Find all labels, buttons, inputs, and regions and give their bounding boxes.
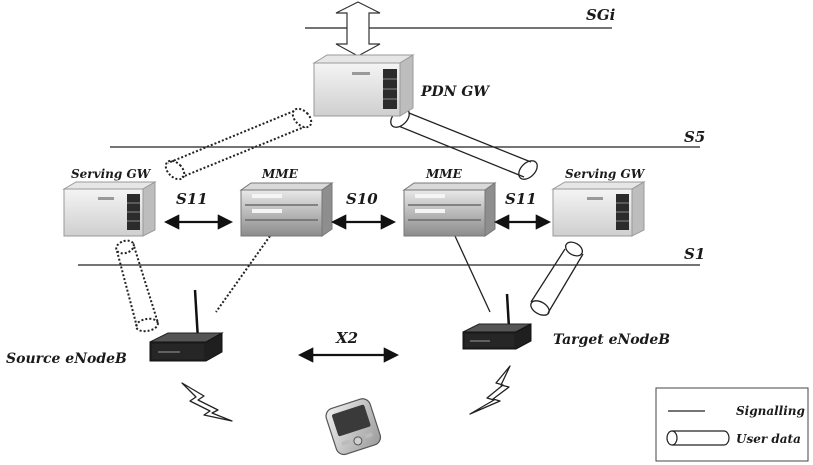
s10-label: S10 (346, 190, 378, 208)
serving-gw-left-label: Serving GW (71, 167, 152, 181)
target-enodeb-label: Target eNodeB (553, 332, 670, 348)
mme-left-label: MME (261, 167, 299, 181)
user-data-tunnel-pdn-to-serving-left (164, 107, 313, 181)
s11-right-label: S11 (505, 190, 537, 208)
sgi-double-arrow (335, 1, 381, 57)
sgi-label: SGi (586, 6, 616, 24)
mobile-handset (325, 398, 382, 456)
legend-user-data-label: User data (736, 432, 801, 446)
user-data-tunnel-pdn-to-serving-right (390, 108, 538, 180)
signalling-mme-right-to-target (454, 235, 491, 313)
mme-right-server (402, 182, 497, 237)
serving-gw-left-server (62, 181, 157, 237)
legend-user-data-swatch (666, 430, 730, 446)
mme-right-label: MME (425, 167, 463, 181)
serving-gw-right-server (551, 181, 646, 237)
source-radio-link-bolt (181, 382, 233, 422)
target-radio-link-bolt (469, 365, 511, 415)
serving-gw-right-label: Serving GW (565, 167, 646, 181)
user-data-tunnel-serving-left-to-source (115, 239, 159, 333)
s1-label: S1 (684, 245, 705, 263)
pdn-gw-label: PDN GW (420, 84, 490, 100)
s5-label: S5 (684, 128, 705, 146)
pdn-gw-server (312, 54, 415, 117)
signalling-mme-left-to-source (215, 235, 271, 313)
source-enodeb-router (149, 289, 224, 362)
legend: Signalling User data (655, 387, 809, 462)
legend-signalling-label: Signalling (736, 404, 805, 418)
s11-left-label: S11 (176, 190, 208, 208)
mme-left-server (239, 182, 334, 237)
source-enodeb-label: Source eNodeB (6, 351, 127, 367)
x2-label: X2 (335, 329, 358, 347)
target-enodeb-router (462, 293, 532, 350)
user-data-tunnel-serving-right-to-target (530, 241, 584, 316)
